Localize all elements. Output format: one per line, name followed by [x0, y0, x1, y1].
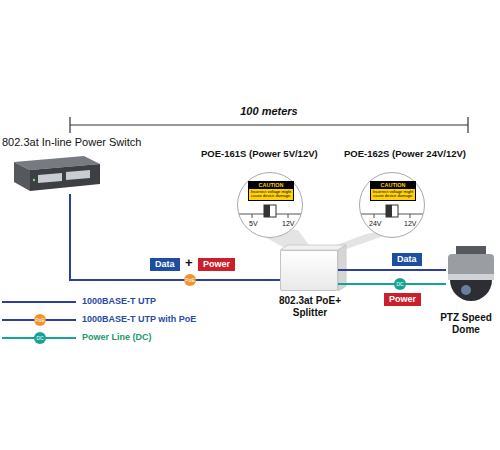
tag-text: Data — [155, 259, 175, 270]
callout-circle-fill — [359, 172, 425, 238]
signal-tag: Power — [198, 258, 235, 271]
callout-circle: POE-162S (Power 24V/12V)24V12VCAUTIONInc… — [359, 172, 425, 238]
signal-tag: Data — [392, 253, 422, 266]
line-marker: PoE — [34, 314, 46, 326]
dimension-label: 100 meters — [238, 105, 300, 117]
switch-led — [33, 179, 35, 181]
switch-node: 802.3at In-line Power Switch — [2, 136, 142, 194]
splitter-illustration — [280, 245, 346, 291]
caution-heading: CAUTION — [249, 182, 293, 189]
callout-162s — [359, 172, 425, 238]
dimension-line — [70, 124, 468, 125]
label-tick — [252, 214, 253, 218]
caution-heading: CAUTION — [371, 182, 415, 189]
slide-knob — [386, 205, 392, 217]
cable-line — [338, 283, 446, 285]
callout-161s — [237, 172, 303, 238]
camera-lens — [461, 285, 471, 295]
line-marker: DC — [34, 332, 46, 344]
tag-text: Power — [203, 259, 230, 270]
caution-label: CAUTIONIncorrect voltage might cause dev… — [370, 181, 416, 201]
label-tick — [374, 214, 375, 218]
slide-switch — [386, 205, 398, 217]
line-marker: PoE — [184, 274, 196, 286]
camera-mount — [456, 246, 486, 255]
voltage-label: 5V — [249, 220, 258, 228]
switch-illustration — [14, 156, 100, 191]
voltage-label: 12V — [404, 220, 416, 228]
dimension-line — [70, 117, 468, 133]
model-heading: POE-161S (Power 5V/12V) — [201, 148, 318, 159]
device-label: PTZ Speed Dome — [438, 312, 494, 336]
line-marker: DC — [394, 278, 406, 290]
label-tick — [410, 214, 411, 218]
camera-housing — [448, 254, 494, 280]
caution-text: Incorrect voltage might cause device dam… — [371, 189, 415, 200]
legend-text: Power Line (DC) — [82, 332, 152, 343]
callout-circle: POE-161S (Power 5V/12V)5V12VCAUTIONIncor… — [237, 172, 303, 238]
cable-line — [338, 269, 446, 271]
dimension-tick — [467, 117, 468, 133]
callout-circle-fill — [237, 172, 303, 238]
model-heading: POE-162S (Power 24V/12V) — [344, 148, 466, 159]
camera-band — [448, 274, 494, 280]
tag-text: Data — [397, 254, 417, 265]
device-title: 802.3at In-line Power Switch — [2, 136, 142, 148]
camera-illustration — [448, 246, 494, 301]
voltage-label: 12V — [282, 220, 294, 228]
device-label: 802.3at PoE+ Splitter — [273, 295, 347, 319]
splitter-node: 802.3at PoE+ Splitter — [280, 250, 338, 291]
signal-tag: Data — [150, 258, 180, 271]
caution-label: CAUTIONIncorrect voltage might cause dev… — [248, 181, 294, 201]
legend-text: 1000BASE-T UTP with PoE — [82, 314, 196, 325]
switch-ports — [38, 173, 62, 183]
cable-line — [70, 194, 280, 280]
legend-text: 1000BASE-T UTP — [82, 296, 156, 307]
camera-node: PTZ Speed Dome — [446, 246, 494, 308]
caution-text: Incorrect voltage might cause device dam… — [249, 189, 293, 200]
legend-line-sample — [2, 301, 76, 303]
label-tick — [288, 214, 289, 218]
camera-dome — [450, 280, 492, 301]
slide-knob — [264, 205, 270, 217]
voltage-label: 24V — [369, 220, 381, 228]
switch-front — [30, 164, 100, 191]
signal-tag: Power — [384, 293, 421, 306]
slide-switch — [264, 205, 276, 217]
switch-side — [14, 162, 30, 191]
tag-text: Power — [389, 294, 416, 305]
plus-sign: + — [185, 256, 193, 270]
dimension-tick — [69, 117, 70, 133]
switch-ports — [66, 170, 90, 180]
